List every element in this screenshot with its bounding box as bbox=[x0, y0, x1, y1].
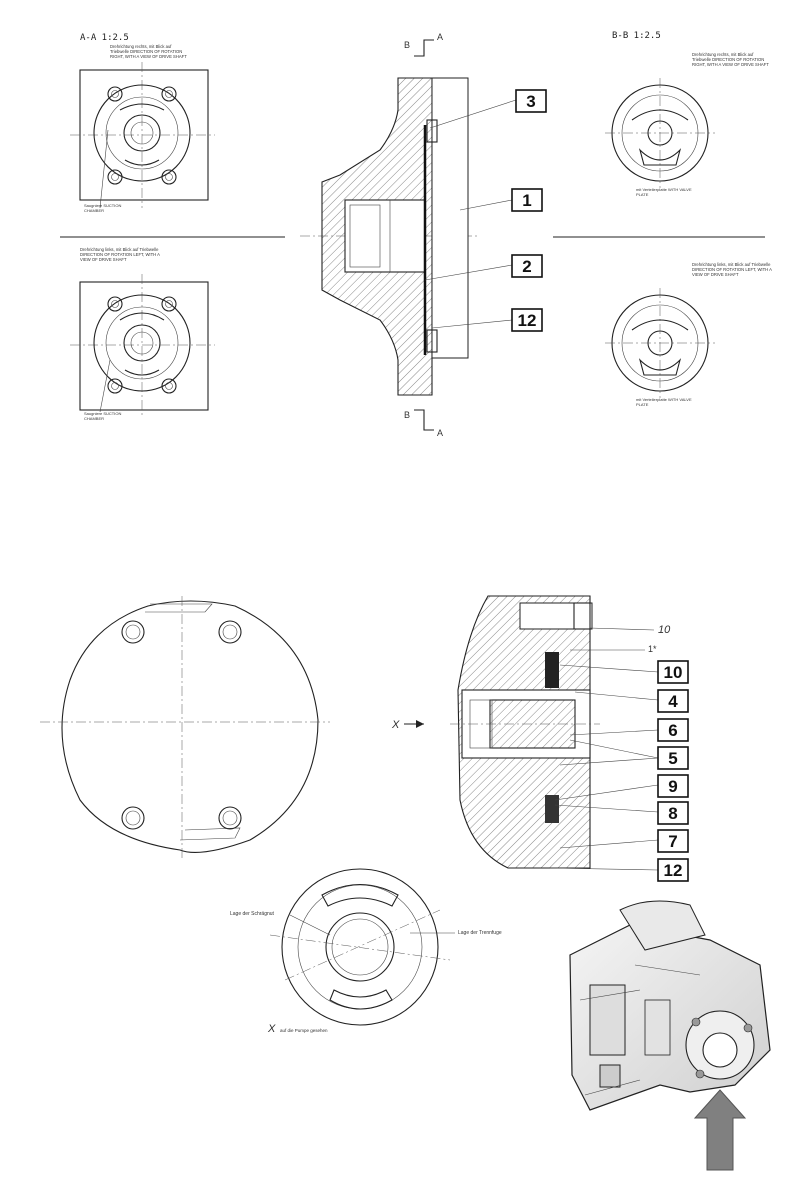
note-groove-position: Lage der Schrägnut bbox=[230, 911, 275, 917]
callout-10: 10 bbox=[657, 660, 689, 684]
section-bb-note: Drehrichtung rechts, mit Blick auf Trieb… bbox=[692, 52, 769, 67]
flange-face-view bbox=[40, 596, 330, 860]
svg-text:12: 12 bbox=[518, 311, 537, 330]
section-bb-title: B-B 1:2.5 bbox=[612, 31, 661, 41]
section-bb-left-valve-label: mit Verteilerplatte WITH VALVE PLATE bbox=[636, 398, 692, 406]
callout-1: 1 bbox=[511, 188, 543, 212]
center-section-view: B A B A bbox=[300, 32, 517, 438]
callout-3: 3 bbox=[515, 89, 547, 113]
callout-8: 8 bbox=[657, 801, 689, 825]
ref-10-label: 10 bbox=[658, 624, 671, 636]
svg-text:2: 2 bbox=[522, 257, 531, 276]
svg-text:5: 5 bbox=[668, 749, 677, 768]
pump-isometric-illustration bbox=[569, 900, 771, 1111]
section-aa-title: A-A 1:2.5 bbox=[80, 33, 129, 43]
section-mark-a-top: A bbox=[437, 32, 443, 42]
view-direction-arrow bbox=[693, 1089, 747, 1171]
svg-text:6: 6 bbox=[668, 721, 677, 740]
svg-text:7: 7 bbox=[668, 832, 677, 851]
section-left-note: Drehrichtung links, mit Blick auf Triebw… bbox=[80, 247, 160, 262]
ref-1star-label: 1* bbox=[648, 644, 657, 654]
callout-6: 6 bbox=[657, 718, 689, 742]
callout-9: 9 bbox=[657, 774, 689, 798]
callout-12-bottom: 12 bbox=[657, 858, 689, 882]
section-aa-note: Drehrichtung rechts, mit Blick auf Trieb… bbox=[110, 44, 187, 59]
callout-2: 2 bbox=[511, 254, 543, 278]
section-mark-b-top: B bbox=[404, 40, 410, 50]
section-bb-valve-label: mit Verteilerplatte WITH VALVE PLATE bbox=[636, 188, 692, 196]
svg-text:8: 8 bbox=[668, 804, 677, 823]
svg-text:9: 9 bbox=[668, 777, 677, 796]
valve-plate-x-view: Lage der Schrägnut Lage der Trennfuge X … bbox=[230, 868, 502, 1035]
callout-5: 5 bbox=[657, 746, 689, 770]
section-mark-b-bottom: B bbox=[404, 410, 410, 420]
svg-text:10: 10 bbox=[664, 663, 683, 682]
x-view-caption: auf die Pumpe gesehen bbox=[280, 1028, 328, 1033]
callout-4: 4 bbox=[657, 689, 689, 713]
svg-text:1: 1 bbox=[522, 191, 531, 210]
note-joint-position: Lage der Trennfuge bbox=[458, 930, 502, 936]
svg-text:4: 4 bbox=[668, 692, 678, 711]
section-aa-left-view: Drehrichtung links, mit Blick auf Triebw… bbox=[70, 247, 215, 420]
section-aa-suction-label: Saugniere SUCTION CHAMBER bbox=[84, 204, 121, 212]
callout-12-top: 12 bbox=[511, 308, 543, 332]
x-view-caption-letter: X bbox=[267, 1023, 276, 1035]
bottom-section-view: X 10 1* bbox=[391, 595, 671, 871]
callout-7: 7 bbox=[657, 829, 689, 853]
section-bb-view: B-B 1:2.5 Drehrichtung rechts, mit Blick… bbox=[605, 31, 772, 406]
section-left-suction-label: Saugniere SUCTION CHAMBER bbox=[84, 412, 121, 420]
svg-text:3: 3 bbox=[526, 92, 535, 111]
section-aa-view: A-A 1:2.5 Drehrichtung rechts, mit Blick… bbox=[70, 33, 215, 212]
section-bb-left-note: Drehrichtung links, mit Blick auf Triebw… bbox=[692, 262, 772, 277]
section-mark-a-bottom: A bbox=[437, 428, 443, 438]
x-arrow-label: X bbox=[391, 719, 400, 731]
svg-text:12: 12 bbox=[664, 861, 683, 880]
